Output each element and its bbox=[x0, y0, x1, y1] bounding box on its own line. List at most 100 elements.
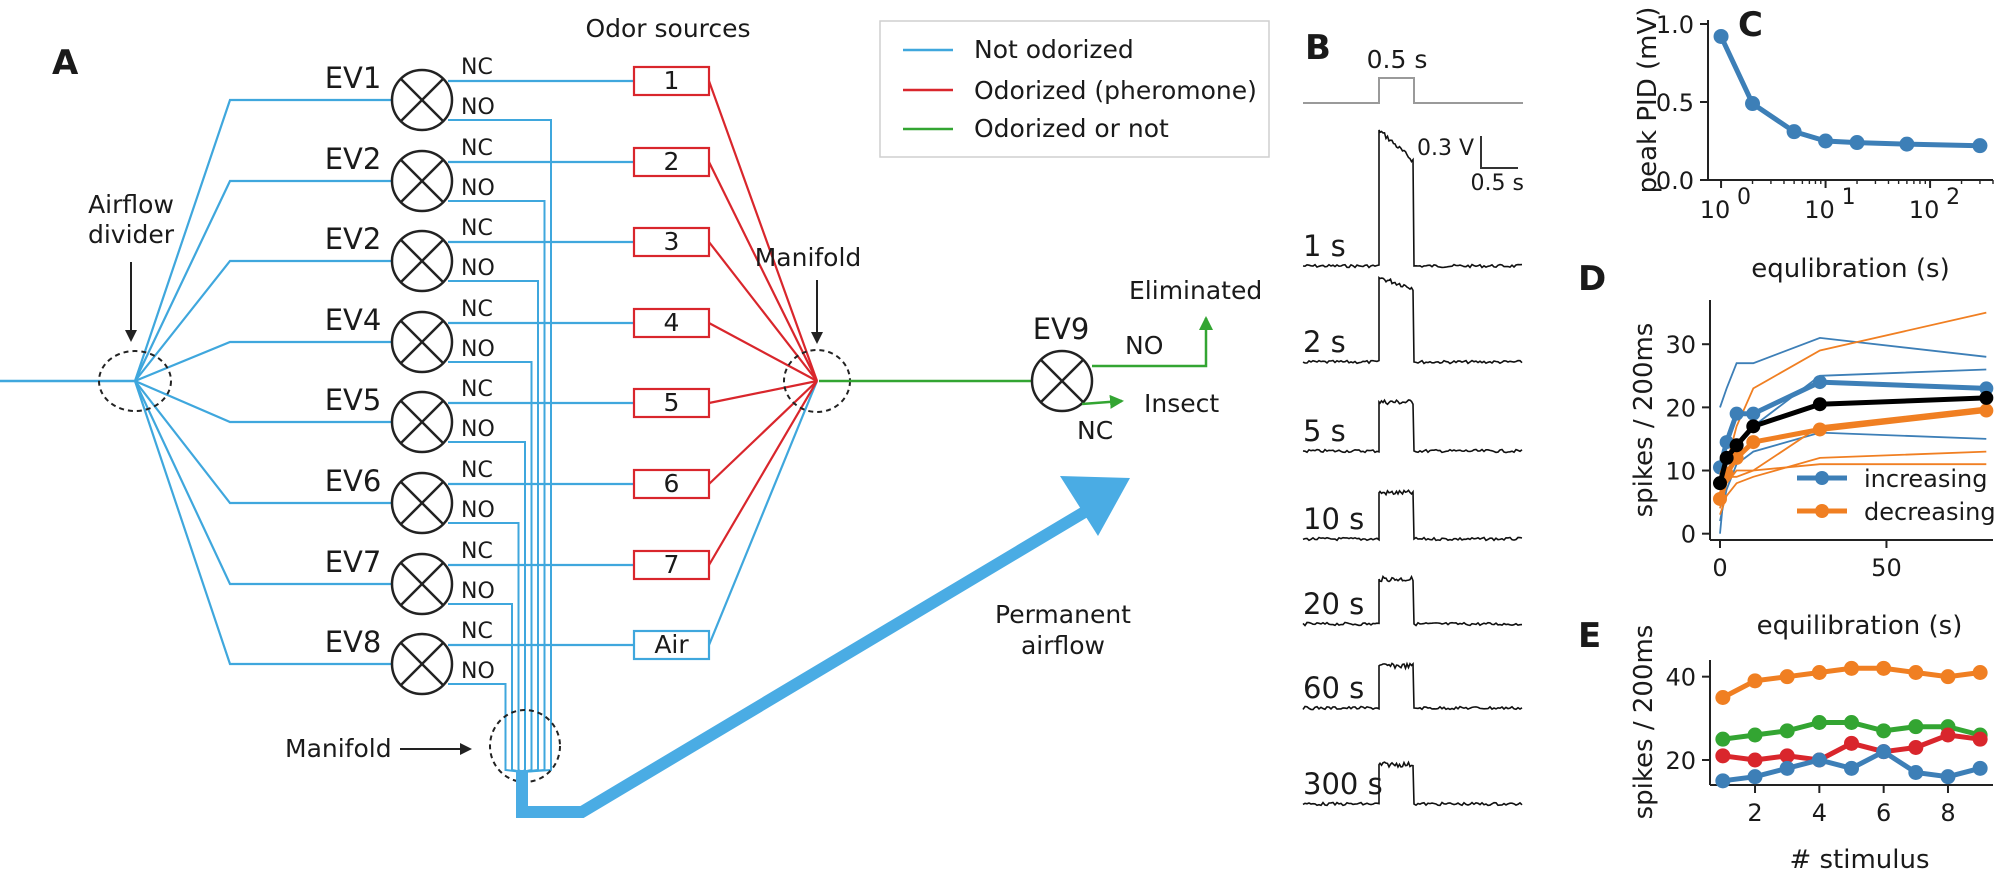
data-point bbox=[1908, 665, 1924, 680]
data-point bbox=[1729, 438, 1744, 453]
permanent-airflow-label-2: airflow bbox=[1021, 631, 1105, 660]
data-point bbox=[1940, 769, 1956, 785]
y-tick-label: 10 bbox=[1665, 458, 1696, 486]
ev9-label: EV9 bbox=[1033, 312, 1090, 346]
odor-source-box bbox=[632, 468, 711, 500]
no-label: NO bbox=[461, 95, 495, 120]
nc-label: NC bbox=[461, 619, 493, 644]
valve-cross bbox=[400, 400, 444, 444]
odor-to-manifold-line bbox=[708, 379, 818, 405]
y-tick-label: 0.5 bbox=[1656, 89, 1694, 117]
odor-source-label: 1 bbox=[664, 66, 680, 95]
x-tick-label: 6 bbox=[1876, 799, 1891, 827]
pid-trace bbox=[1302, 661, 1523, 711]
data-point bbox=[1979, 390, 1994, 405]
permanent-airflow-arrowhead bbox=[1060, 476, 1130, 536]
no-label: NO bbox=[461, 659, 495, 684]
trace-label: 300 s bbox=[1303, 767, 1383, 801]
odor-to-manifold-line bbox=[708, 161, 818, 382]
y-tick-label: 0.0 bbox=[1656, 167, 1694, 195]
divider-branch bbox=[133, 380, 392, 666]
panel-letter-d: D bbox=[1578, 259, 1606, 299]
x-tick-label: 4 bbox=[1812, 799, 1827, 827]
trace-label: 5 s bbox=[1303, 414, 1346, 448]
data-point bbox=[1713, 28, 1729, 44]
data-point bbox=[1876, 744, 1892, 760]
x-axis-label: equlibration (s) bbox=[1751, 254, 1949, 284]
manifold-label: Manifold bbox=[755, 243, 862, 272]
data-point bbox=[1972, 760, 1988, 776]
no-line bbox=[448, 683, 523, 773]
legend-item-odorized-or-not: Odorized or not bbox=[974, 114, 1169, 143]
y-tick-label: 30 bbox=[1665, 331, 1696, 359]
panel-letter-e: E bbox=[1578, 616, 1601, 656]
data-point bbox=[1844, 760, 1859, 776]
valve-label: EV2 bbox=[325, 142, 382, 176]
y-axis-label: spikes / 200ms bbox=[1629, 625, 1659, 820]
y-axis-label: peak PID (mV) bbox=[1633, 7, 1663, 194]
trace-label: 20 s bbox=[1303, 587, 1364, 621]
x-tick-label: 10 bbox=[1700, 196, 1731, 224]
scalebar bbox=[1480, 136, 1518, 169]
insect-label: Insect bbox=[1144, 389, 1219, 418]
data-point bbox=[1972, 665, 1988, 680]
valve-cross bbox=[400, 562, 444, 606]
data-point bbox=[1746, 406, 1761, 421]
panel-b: B 0.5 s 0.3 V 0.5 s 1 s2 s5 s10 s20 s60 … bbox=[1302, 28, 1524, 807]
y-tick-label: 1.0 bbox=[1656, 11, 1694, 39]
data-point bbox=[1876, 723, 1892, 739]
x-tick-label: 10 bbox=[1804, 196, 1835, 224]
divider-branch bbox=[134, 379, 392, 424]
divider-branch bbox=[134, 259, 392, 382]
x-tick-label: 50 bbox=[1871, 554, 1902, 582]
valve-cross bbox=[400, 239, 444, 283]
valve-cross bbox=[400, 320, 444, 364]
data-point bbox=[1899, 136, 1915, 152]
data-point bbox=[1811, 752, 1827, 768]
scalebar-time: 0.5 s bbox=[1471, 171, 1524, 196]
data-point bbox=[1818, 133, 1834, 149]
nc-label: NC bbox=[461, 539, 493, 564]
data-point bbox=[1876, 660, 1892, 676]
nc-label: NC bbox=[461, 377, 493, 402]
data-point bbox=[1812, 375, 1827, 390]
data-point bbox=[1972, 731, 1988, 747]
odor-source-label: 4 bbox=[664, 308, 680, 337]
legend-swatch-marker bbox=[1815, 504, 1829, 518]
data-point bbox=[1779, 748, 1795, 764]
y-tick-label: 20 bbox=[1665, 394, 1696, 422]
trace-label: 10 s bbox=[1303, 502, 1364, 536]
trace-label: 2 s bbox=[1303, 325, 1346, 359]
data-point bbox=[1811, 715, 1827, 730]
permanent-airflow-line bbox=[516, 492, 1112, 818]
data-point bbox=[1712, 476, 1727, 491]
eliminated-label: Eliminated bbox=[1129, 276, 1262, 305]
odor-source-box bbox=[632, 307, 711, 339]
data-point bbox=[1940, 727, 1956, 743]
trace-label: 60 s bbox=[1303, 671, 1364, 705]
odor-source-label: 5 bbox=[664, 388, 680, 417]
x-tick-label: 2 bbox=[1747, 799, 1762, 827]
thin-series-line bbox=[1719, 336, 1987, 408]
data-point bbox=[1779, 723, 1795, 739]
data-point bbox=[1844, 735, 1859, 751]
air-to-manifold-line bbox=[707, 380, 819, 646]
data-point bbox=[1786, 124, 1802, 140]
data-point bbox=[1747, 752, 1763, 768]
y-tick-label: 0 bbox=[1681, 521, 1696, 549]
nc-label: NC bbox=[461, 216, 493, 241]
odor-to-manifold-line bbox=[708, 380, 818, 485]
divider-branch bbox=[134, 179, 392, 382]
data-point bbox=[1844, 660, 1859, 676]
odor-source-label: 7 bbox=[664, 550, 680, 579]
y-tick-label: 40 bbox=[1665, 664, 1696, 692]
